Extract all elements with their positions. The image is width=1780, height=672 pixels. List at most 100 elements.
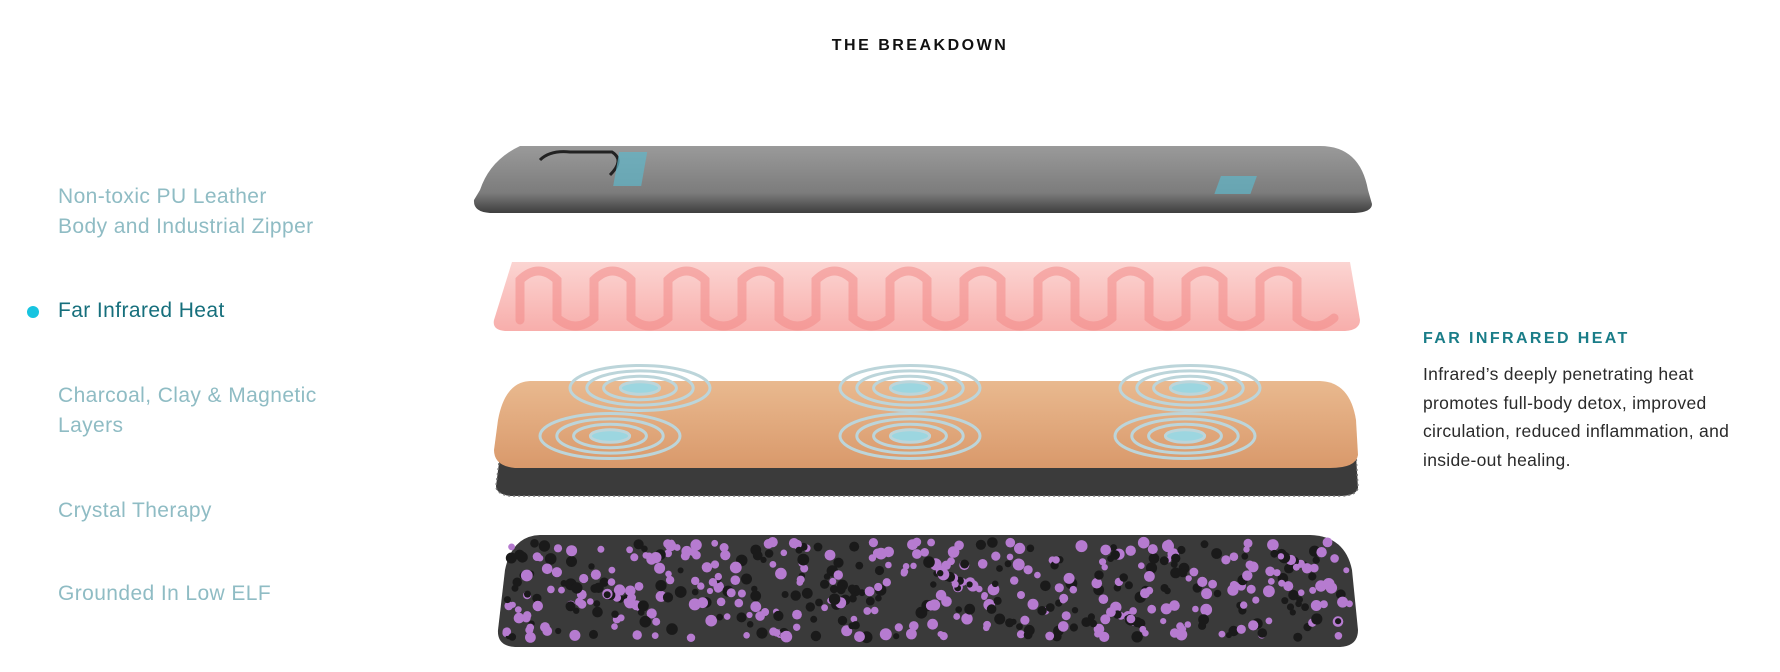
crystal-dot bbox=[730, 575, 741, 585]
crystal-dot bbox=[1027, 598, 1039, 610]
crystal-dot bbox=[792, 609, 802, 620]
crystal-dot bbox=[953, 613, 961, 620]
crystal-dot bbox=[565, 601, 576, 612]
crystal-dot bbox=[1252, 596, 1260, 604]
crystal-dot bbox=[993, 596, 1002, 605]
crystal-dot bbox=[865, 596, 875, 606]
crystal-dot bbox=[1005, 537, 1016, 548]
crystal-dot bbox=[1045, 631, 1055, 641]
nav-item-grounded-low-elf[interactable]: Grounded In Low ELF bbox=[58, 579, 271, 609]
nav-item-pu-leather[interactable]: Non-toxic PU Leather Body and Industrial… bbox=[58, 182, 314, 242]
crystal-dot bbox=[1170, 560, 1178, 568]
crystal-dot bbox=[1197, 576, 1208, 588]
crystal-dot bbox=[751, 585, 758, 593]
detail-heading: FAR INFRARED HEAT bbox=[1423, 330, 1630, 347]
crystal-dot bbox=[1311, 613, 1323, 625]
crystal-dot bbox=[1297, 589, 1305, 596]
crystal-dot bbox=[1037, 606, 1047, 616]
crystal-dot bbox=[1071, 607, 1079, 614]
crystal-dot bbox=[690, 549, 697, 557]
nav-item-label-line: Grounded In Low ELF bbox=[58, 582, 272, 605]
crystal-dot bbox=[927, 618, 938, 630]
crystal-dot bbox=[824, 549, 836, 561]
magnet-ring bbox=[602, 374, 678, 402]
crystal-dot bbox=[1147, 544, 1158, 555]
crystal-dot bbox=[1177, 545, 1186, 555]
crystal-dot bbox=[1221, 555, 1231, 565]
crystal-dot bbox=[690, 539, 702, 551]
crystal-dot bbox=[611, 623, 618, 630]
crystal-dot bbox=[947, 546, 960, 558]
crystal-dot bbox=[805, 602, 815, 612]
magnet-ring bbox=[1163, 428, 1207, 444]
magnetic-rings bbox=[538, 364, 1262, 460]
crystal-dot bbox=[541, 563, 553, 575]
crystal-dot bbox=[829, 585, 839, 594]
magnet-ring bbox=[872, 422, 948, 450]
crystal-dot bbox=[828, 593, 841, 605]
crystal-dot bbox=[833, 570, 843, 580]
crystal-dot bbox=[736, 612, 747, 623]
crystal-dot bbox=[960, 559, 970, 569]
crystal-dot bbox=[1004, 560, 1012, 568]
crystal-dot bbox=[674, 586, 687, 598]
crystal-dot bbox=[1283, 581, 1294, 592]
nav-item-charcoal-clay-magnetic[interactable]: Charcoal, Clay & Magnetic Layers bbox=[58, 381, 317, 441]
crystal-dot bbox=[1335, 618, 1342, 625]
crystal-dot bbox=[503, 596, 511, 604]
crystal-dot bbox=[1148, 553, 1160, 564]
crystal-dot bbox=[1063, 572, 1075, 584]
crystal-dot bbox=[1160, 618, 1167, 625]
crystal-dot bbox=[1213, 589, 1222, 598]
crystal-dot bbox=[593, 600, 601, 607]
crystal-dot bbox=[885, 561, 892, 569]
charcoal-clay-magnetic-layer bbox=[494, 364, 1359, 497]
crystal-dot bbox=[625, 585, 636, 597]
crystal-dot bbox=[983, 620, 991, 629]
crystal-dot bbox=[719, 543, 729, 552]
crystal-dot bbox=[994, 613, 1006, 625]
crystal-dot bbox=[514, 606, 522, 613]
nav-item-crystal-therapy[interactable]: Crystal Therapy bbox=[58, 496, 212, 526]
crystal-dot bbox=[1208, 579, 1217, 589]
crystal-dot bbox=[1099, 558, 1107, 566]
crystal-dot bbox=[923, 556, 935, 568]
crystal-dot bbox=[1185, 575, 1192, 582]
crystal-dot bbox=[526, 623, 535, 632]
magnet-ring bbox=[618, 380, 662, 396]
crystal-dot bbox=[560, 580, 568, 587]
crystal-dot bbox=[868, 554, 877, 562]
crystal-dot bbox=[750, 601, 762, 613]
crystal-dot bbox=[589, 629, 598, 639]
crystal-dot bbox=[764, 549, 774, 558]
crystal-dot bbox=[780, 632, 787, 639]
crystal-dot bbox=[558, 586, 565, 594]
crystal-dot bbox=[633, 539, 644, 550]
crystal-dot bbox=[1005, 618, 1015, 628]
crystal-dot bbox=[874, 582, 883, 592]
crystal-dot bbox=[1277, 553, 1285, 560]
crystal-dot bbox=[662, 592, 674, 603]
crystal-dot bbox=[864, 586, 875, 597]
crystal-dot bbox=[773, 610, 784, 622]
crystal-dot bbox=[1144, 571, 1155, 582]
crystal-dot bbox=[902, 563, 910, 570]
crystal-dots bbox=[502, 536, 1353, 644]
crystal-dot bbox=[1129, 607, 1137, 615]
crystal-dot bbox=[716, 597, 726, 607]
crystal-dot bbox=[642, 552, 650, 559]
nav-item-far-infrared-heat[interactable]: Far Infrared Heat bbox=[27, 296, 225, 326]
crystal-dot bbox=[701, 562, 713, 573]
crystal-dot bbox=[1293, 632, 1303, 642]
crystal-dot bbox=[1322, 537, 1333, 548]
crystal-dot bbox=[1267, 539, 1279, 551]
crystal-dot bbox=[726, 588, 736, 598]
crystal-dot bbox=[538, 540, 551, 552]
crystal-dot bbox=[1322, 578, 1335, 590]
crystal-dot bbox=[1023, 565, 1033, 575]
magnet-ring bbox=[855, 417, 965, 455]
magnet-ring bbox=[1147, 422, 1223, 450]
crystal-dot bbox=[1319, 600, 1328, 609]
crystal-dot bbox=[848, 622, 856, 630]
crystal-dot bbox=[743, 632, 750, 639]
